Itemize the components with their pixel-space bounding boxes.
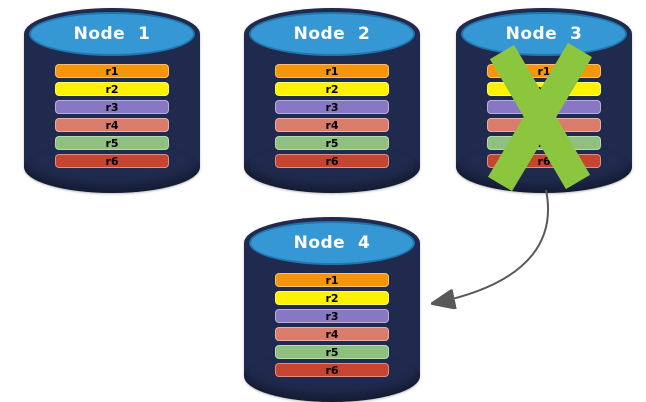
record-bar-r1: r1 — [275, 273, 389, 287]
node-3: Node 3 r1 r2 r3 r4 r5 r6 — [456, 8, 632, 193]
node-label: Node 3 — [505, 24, 583, 44]
node-label: Node 4 — [293, 233, 371, 253]
record-bar-r2: r2 — [275, 82, 389, 96]
record-bar-r6: r6 — [55, 154, 169, 168]
node-1: Node 1 r1 r2 r3 r4 r5 r6 — [24, 8, 200, 193]
record-bar-r5: r5 — [275, 345, 389, 359]
cylinder-top: Node 3 — [461, 12, 627, 56]
record-bar-r4: r4 — [275, 327, 389, 341]
record-list: r1 r2 r3 r4 r5 r6 — [275, 273, 389, 377]
record-bar-r2: r2 — [275, 291, 389, 305]
record-list: r1 r2 r3 r4 r5 r6 — [275, 64, 389, 168]
record-bar-r3: r3 — [55, 100, 169, 114]
node-label: Node 2 — [293, 24, 371, 44]
record-bar-r1: r1 — [55, 64, 169, 78]
failover-arrow — [415, 189, 550, 314]
record-bar-r5: r5 — [55, 136, 169, 150]
failure-x-icon — [487, 42, 593, 192]
record-bar-r5: r5 — [275, 136, 389, 150]
node-2: Node 2 r1 r2 r3 r4 r5 r6 — [244, 8, 420, 193]
record-bar-r2: r2 — [55, 82, 169, 96]
record-bar-r1: r1 — [275, 64, 389, 78]
record-list: r1 r2 r3 r4 r5 r6 — [55, 64, 169, 168]
node-label: Node 1 — [73, 24, 151, 44]
record-bar-r4: r4 — [275, 118, 389, 132]
record-bar-r3: r3 — [275, 100, 389, 114]
cylinder-top: Node 1 — [29, 12, 195, 56]
node-4: Node 4 r1 r2 r3 r4 r5 r6 — [244, 217, 420, 402]
record-bar-r6: r6 — [275, 154, 389, 168]
cylinder-top: Node 4 — [249, 221, 415, 265]
record-bar-r4: r4 — [55, 118, 169, 132]
cylinder-top: Node 2 — [249, 12, 415, 56]
record-bar-r3: r3 — [275, 309, 389, 323]
record-bar-r6: r6 — [275, 363, 389, 377]
